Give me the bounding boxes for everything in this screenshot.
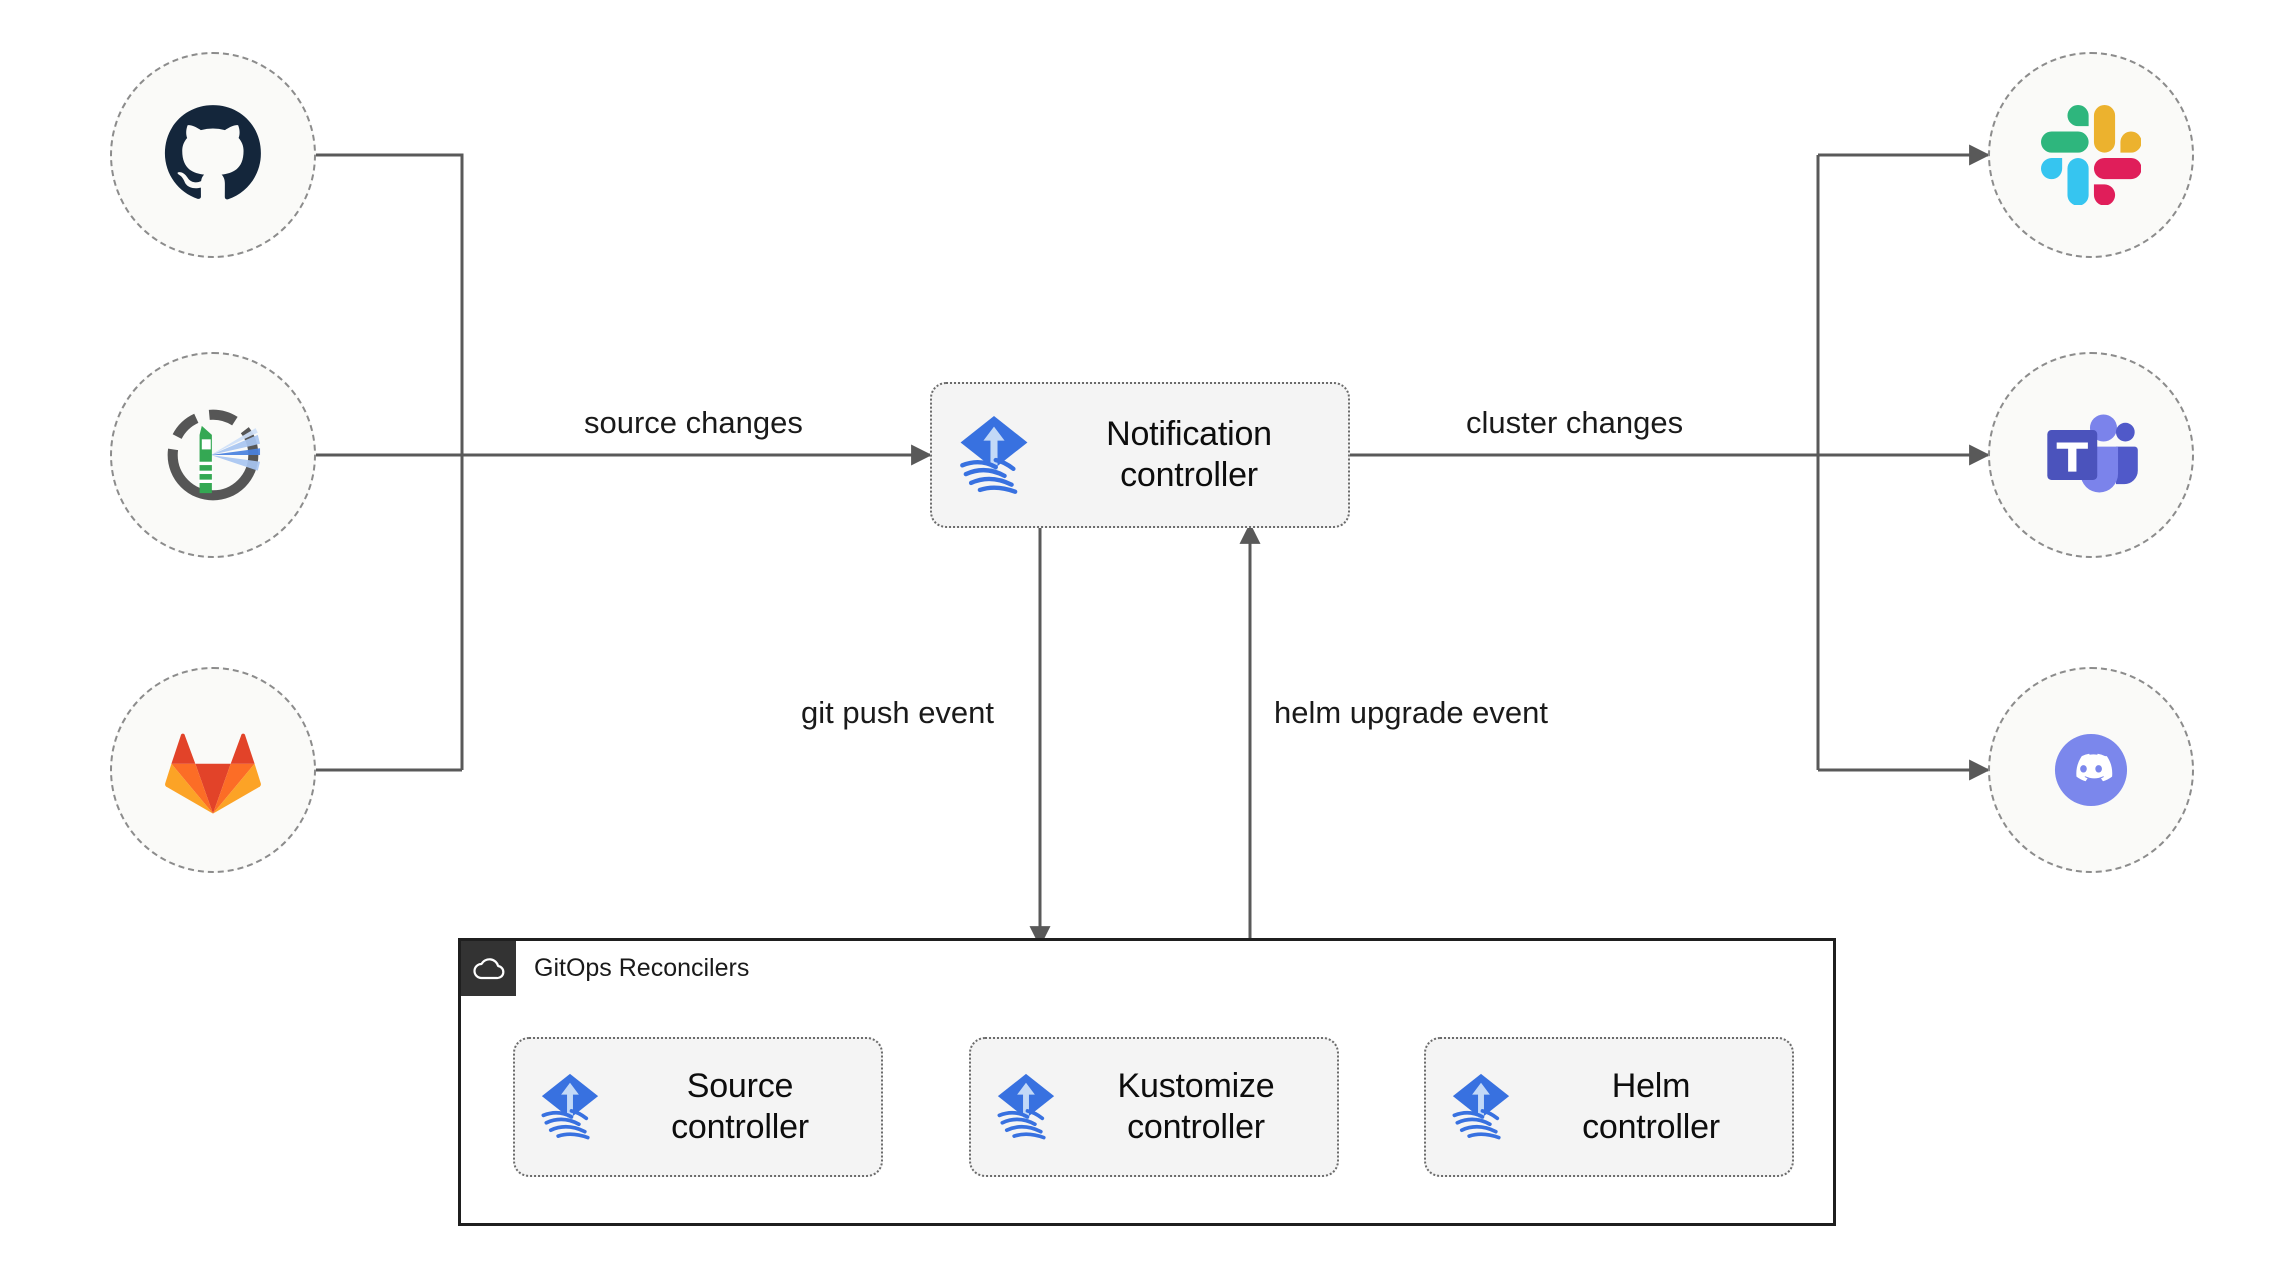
harbor-lighthouse-icon	[157, 399, 269, 511]
microsoft-teams-icon	[2039, 403, 2143, 507]
github-icon	[161, 103, 265, 207]
source-node-gitlab[interactable]	[110, 667, 316, 873]
edge-label-cluster-changes: cluster changes	[1460, 405, 1690, 441]
flux-logo-icon	[950, 409, 1038, 502]
edge-label-git-push-event: git push event	[795, 695, 1001, 731]
notification-controller-node[interactable]: Notification controller	[930, 382, 1350, 528]
flux-logo-icon	[1444, 1068, 1518, 1147]
destination-node-teams[interactable]	[1988, 352, 2194, 558]
source-controller-label: Source controller	[671, 1066, 809, 1146]
destination-node-discord[interactable]	[1988, 667, 2194, 873]
edge-label-source-changes: source changes	[578, 405, 809, 441]
destination-node-slack[interactable]	[1988, 52, 2194, 258]
helm-controller-node[interactable]: Helm controller	[1424, 1037, 1794, 1177]
notification-controller-label: Notification controller	[1106, 414, 1272, 494]
kustomize-controller-label: Kustomize controller	[1117, 1066, 1275, 1146]
flux-logo-icon	[989, 1068, 1063, 1147]
helm-controller-label: Helm controller	[1582, 1066, 1720, 1146]
gitops-reconcilers-container: GitOps Reconcilers Source controller	[458, 938, 1836, 1226]
gitops-title-label: GitOps Reconcilers	[534, 954, 750, 982]
source-node-harbor[interactable]	[110, 352, 316, 558]
gitlab-icon	[161, 718, 265, 822]
cloud-icon	[461, 941, 516, 996]
source-controller-node[interactable]: Source controller	[513, 1037, 883, 1177]
discord-icon	[2038, 717, 2144, 823]
slack-icon	[2041, 105, 2141, 205]
kustomize-controller-node[interactable]: Kustomize controller	[969, 1037, 1339, 1177]
gitops-header: GitOps Reconcilers	[461, 941, 749, 996]
source-node-github[interactable]	[110, 52, 316, 258]
flux-logo-icon	[533, 1068, 607, 1147]
edge-label-helm-upgrade-event: helm upgrade event	[1268, 695, 1555, 731]
